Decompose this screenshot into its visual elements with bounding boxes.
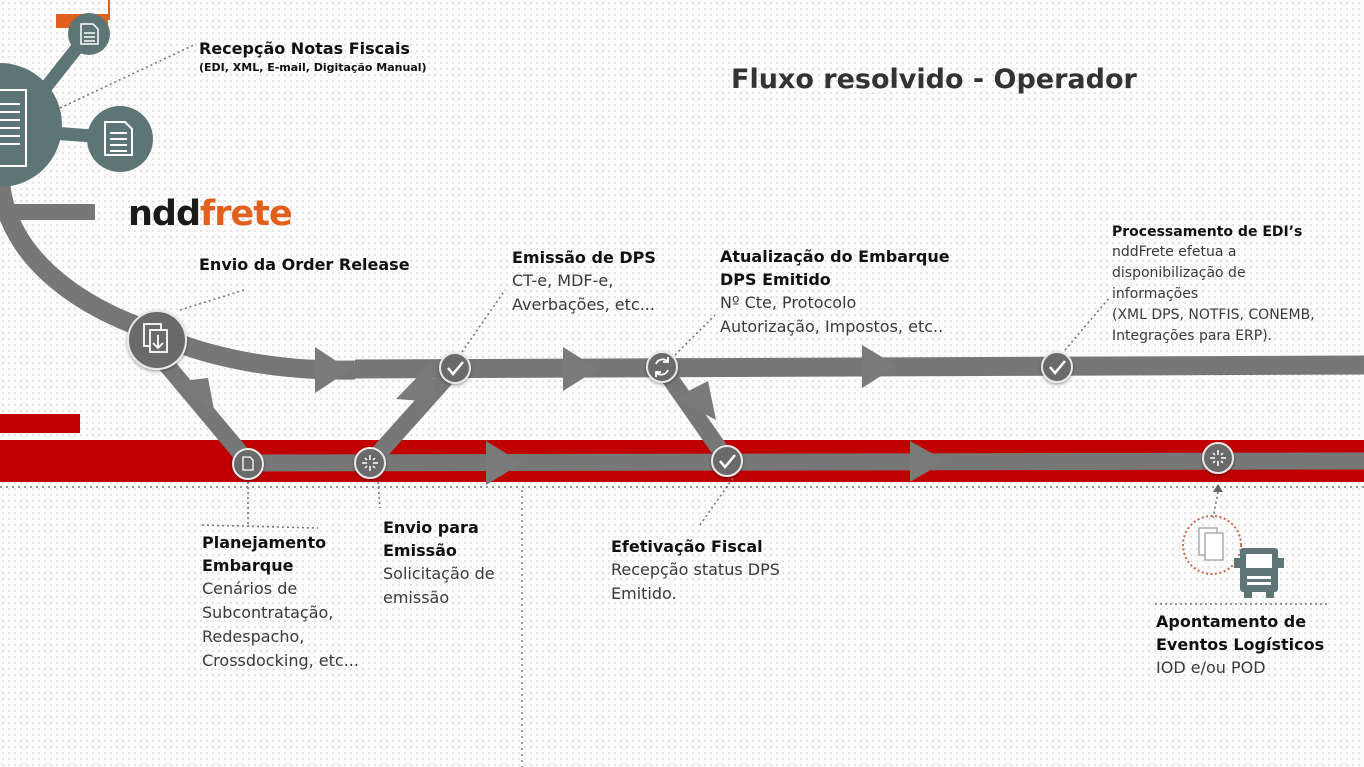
step-processamento-line: disponibilização de xyxy=(1112,265,1246,281)
document-stack-icon xyxy=(0,89,27,167)
leader-lines xyxy=(59,43,1330,605)
arrow-4 xyxy=(486,441,522,485)
step-processamento-line: nddFrete efetua a xyxy=(1112,244,1237,260)
documents-icon xyxy=(1198,527,1224,561)
step-efetivacao: Efetivação Fiscal Recepção status DPS Em… xyxy=(611,535,780,606)
hub-bar xyxy=(0,204,95,220)
page-title: Fluxo resolvido - Operador xyxy=(731,64,1137,95)
small-arrow-up xyxy=(1213,484,1223,492)
step-envio-emissao-line: emissão xyxy=(383,588,450,607)
node-envio-emissao xyxy=(354,447,386,479)
spark-icon xyxy=(362,455,378,471)
step-processamento-line: (XML DPS, NOTFIS, CONEMB, xyxy=(1112,307,1315,323)
step-recepcao: Recepção Notas Fiscais (EDI, XML, E-mail… xyxy=(199,37,427,76)
step-processamento-heading: Processamento de EDI’s xyxy=(1112,224,1303,240)
step-emissao-dps-heading: Emissão de DPS xyxy=(512,248,656,267)
step-processamento-line: informações xyxy=(1112,286,1199,302)
step-envio-emissao-line: Solicitação de xyxy=(383,564,495,583)
orange-accent-line xyxy=(108,0,110,20)
logo-part-ndd: ndd xyxy=(128,194,201,234)
check-icon xyxy=(719,454,736,469)
step-efetivacao-line: Recepção status DPS xyxy=(611,560,780,579)
documents-icon xyxy=(143,323,168,353)
node-processamento xyxy=(1041,351,1073,383)
step-atualizacao-line: Autorização, Impostos, etc.. xyxy=(720,317,944,336)
leader-apontamento-up xyxy=(1212,491,1219,519)
step-envio-order: Envio da Order Release xyxy=(199,253,410,276)
arrow-3 xyxy=(862,345,897,388)
check-icon xyxy=(1049,360,1066,375)
step-recepcao-heading: Recepção Notas Fiscais xyxy=(199,39,410,58)
step-efetivacao-line: Emitido. xyxy=(611,584,677,603)
step-atualizacao-line: Nº Cte, Protocolo xyxy=(720,293,857,312)
step-apontamento-line: IOD e/ou POD xyxy=(1156,658,1266,677)
step-emissao-dps: Emissão de DPS CT-e, MDF-e, Averbações, … xyxy=(512,246,656,317)
node-planejamento xyxy=(232,448,264,480)
arrow-8 xyxy=(675,381,716,420)
step-processamento-line: Integrações para ERP). xyxy=(1112,328,1273,344)
node-emissao-dps xyxy=(439,352,471,384)
document-icon xyxy=(104,121,133,156)
check-icon xyxy=(447,361,464,376)
step-planejamento-line: Crossdocking, etc... xyxy=(202,651,359,670)
arrowheads xyxy=(172,345,946,485)
arrow-1 xyxy=(315,347,350,393)
step-apontamento: Apontamento de Eventos Logísticos IOD e/… xyxy=(1156,610,1324,680)
step-planejamento-heading: Embarque xyxy=(202,556,294,575)
arrow-2 xyxy=(563,347,598,391)
step-apontamento-heading: Apontamento de xyxy=(1156,612,1307,631)
step-atualizacao-heading: DPS Emitido xyxy=(720,270,831,289)
red-band-left xyxy=(0,414,80,433)
step-planejamento-line: Redespacho, xyxy=(202,627,305,646)
node-atualizacao xyxy=(646,351,678,383)
step-planejamento: Planejamento Embarque Cenários de Subcon… xyxy=(202,531,359,673)
step-envio-emissao-heading: Envio para xyxy=(383,518,479,537)
step-recepcao-detail: (EDI, XML, E-mail, Digitação Manual) xyxy=(199,61,427,74)
arrow-5 xyxy=(910,441,946,482)
node-apontamento xyxy=(1202,442,1234,474)
step-planejamento-line: Subcontratação, xyxy=(202,603,334,622)
arrow-6 xyxy=(172,378,215,415)
step-atualizacao: Atualização do Embarque DPS Emitido Nº C… xyxy=(720,245,950,339)
node-order-release xyxy=(127,310,187,370)
step-envio-emissao-heading: Emissão xyxy=(383,541,457,560)
step-processamento: Processamento de EDI’s nddFrete efetua a… xyxy=(1112,223,1315,347)
step-efetivacao-heading: Efetivação Fiscal xyxy=(611,537,763,556)
refresh-icon xyxy=(655,357,669,377)
logo-part-frete: frete xyxy=(200,194,293,234)
document-icon xyxy=(80,23,99,45)
truck-icon xyxy=(1234,548,1284,598)
step-emissao-dps-line: CT-e, MDF-e, xyxy=(512,271,614,290)
step-apontamento-heading: Eventos Logísticos xyxy=(1156,635,1325,654)
step-emissao-dps-line: Averbações, etc... xyxy=(512,295,655,314)
spark-icon xyxy=(1210,450,1226,466)
step-planejamento-line: Cenários de xyxy=(202,579,298,598)
hub-small-circle xyxy=(68,13,110,55)
document-icon xyxy=(242,456,254,471)
step-atualizacao-heading: Atualização do Embarque xyxy=(720,247,950,266)
node-efetivacao xyxy=(711,445,743,477)
step-planejamento-heading: Planejamento xyxy=(202,533,327,552)
documents-ring xyxy=(1182,515,1242,575)
step-envio-emissao: Envio para Emissão Solicitação de emissã… xyxy=(383,516,495,610)
nddfrete-logo: nddfrete xyxy=(128,194,293,234)
arrow-7 xyxy=(396,362,436,402)
step-envio-order-heading: Envio da Order Release xyxy=(199,255,410,274)
